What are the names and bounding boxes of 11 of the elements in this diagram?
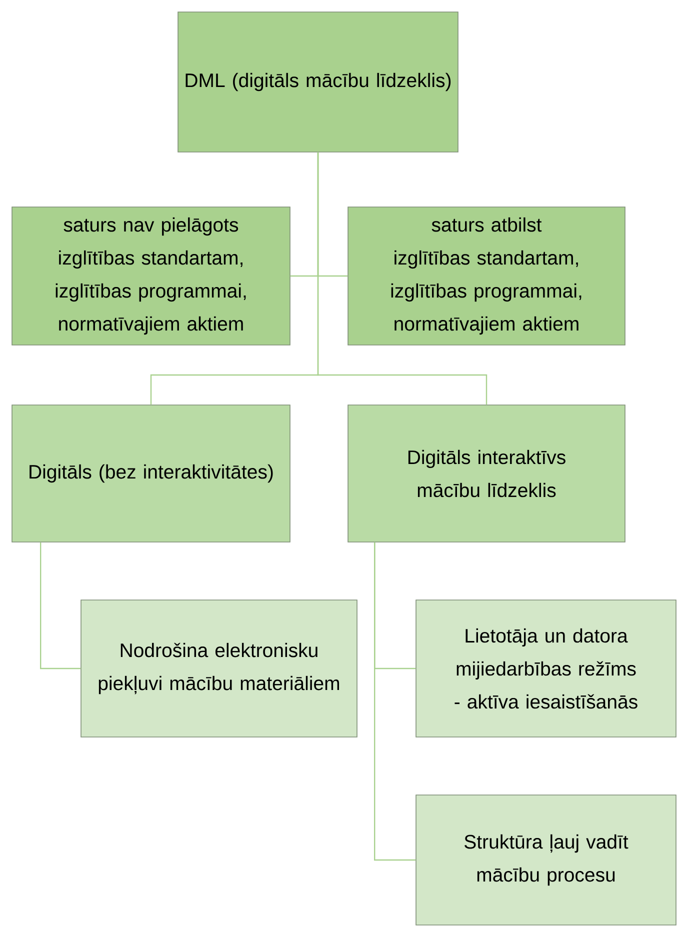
box: Lietotāja un datora mijiedarbības režīms - aktīva iesaistīšanās [416,600,676,738]
box: Digitāls interaktīvs mācību līdzeklis [348,404,626,542]
box: Digitāls (bez interaktivitātes) [12,404,290,542]
box: saturs nav pielāgots izglītības standartam, izglītības programmai, normatīvajiem aktiem [12,206,290,346]
connector-line [374,542,416,861]
box: Struktūra ļauj vadīt mācību procesu [416,794,676,926]
connector-line [40,542,81,670]
box: DML (digitāls mācību līdzeklis) [178,12,458,152]
connector-line [317,152,488,405]
box: Nodrošina elektronisku piekļuvi mācību materiāliem [80,600,358,738]
box: saturs atbilst izglītības standartam, izglītības programmai, normatīvajiem aktiem [348,206,626,346]
